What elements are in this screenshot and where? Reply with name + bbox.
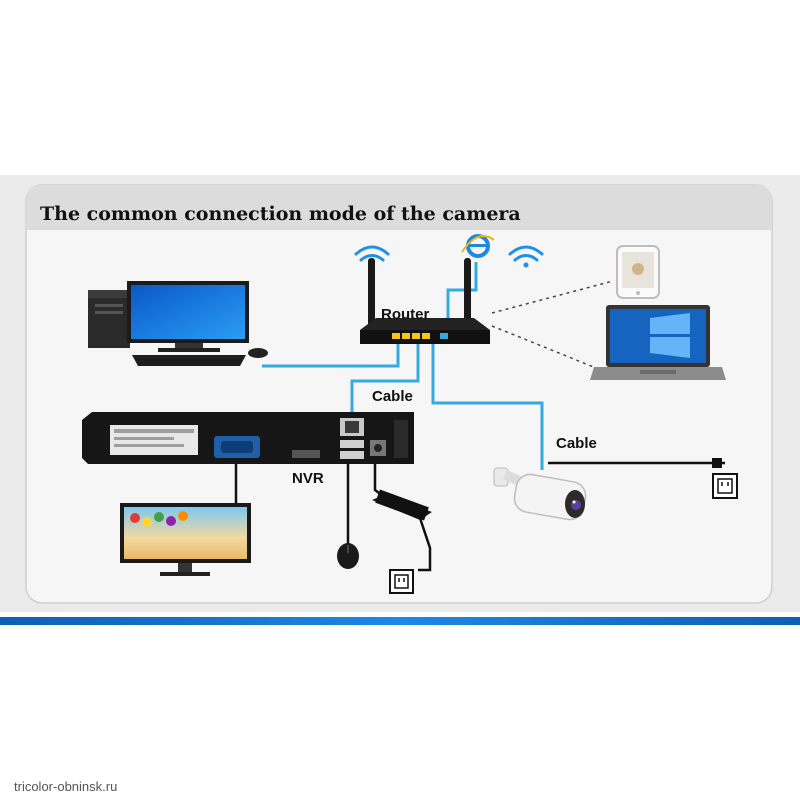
router-label: Router bbox=[381, 306, 429, 323]
diagram-title: The common connection mode of the camera bbox=[40, 203, 521, 225]
nvr-cable-label: Cable bbox=[372, 388, 413, 405]
site-watermark: tricolor-obninsk.ru bbox=[14, 779, 117, 794]
mouse-icon bbox=[337, 543, 359, 569]
power-outlet-icon bbox=[390, 570, 413, 593]
camera-cable-label: Cable bbox=[556, 435, 597, 452]
nvr-recorder-icon bbox=[82, 412, 414, 464]
bottom-accent-band bbox=[0, 617, 800, 625]
nvr-label: NVR bbox=[292, 470, 324, 487]
smartphone-icon bbox=[617, 246, 659, 298]
laptop-icon bbox=[590, 305, 726, 380]
